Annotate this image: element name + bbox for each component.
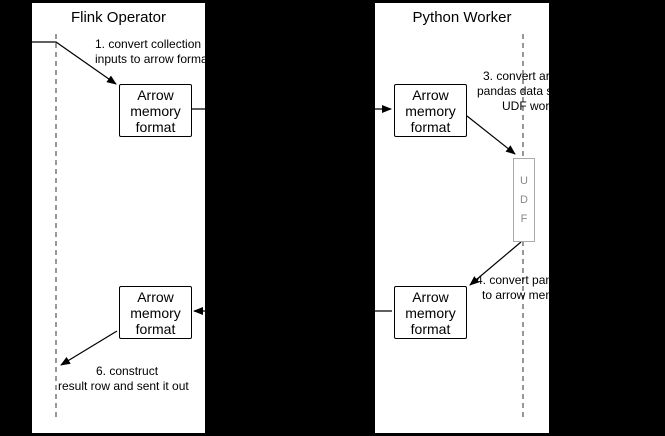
step1-annotation-line2: inputs to arrow format — [95, 52, 206, 66]
step6-annotation-line1: 6. construct — [96, 364, 159, 378]
udf-letter-f: F — [520, 213, 528, 225]
python-worker-panel: Python Worker 3. convert arrow to pandas… — [374, 2, 550, 434]
python-arrow-memory-box-top: Arrow memory format — [394, 84, 467, 137]
python-arrow-memory-box-bottom: Arrow memory format — [394, 286, 467, 339]
step4-annotation-line1: 4. convert pandas result — [476, 273, 549, 287]
udf-letter-d: D — [520, 194, 528, 206]
udf-box: U D F — [513, 158, 535, 242]
arrow-input-to-arrow-format — [32, 41, 117, 85]
step1-annotation-line1: 1. convert collection — [95, 37, 202, 51]
step6-annotation-line2: result row and sent it out — [58, 379, 189, 393]
arrow-construct-result-row — [60, 330, 118, 366]
flink-arrow-memory-box-bottom: Arrow memory format — [119, 286, 192, 339]
step4-annotation-line2: to arrow memory format — [482, 288, 549, 302]
python-panel-title: Python Worker — [412, 9, 512, 26]
step3-annotation-line1: 3. convert arrow to — [483, 69, 550, 83]
flink-panel-title: Flink Operator — [70, 9, 167, 26]
step3-annotation-line2: pandas data structure — [477, 84, 549, 98]
flink-arrow-memory-box-top: Arrow memory format — [119, 84, 192, 137]
arrow-to-udf — [466, 115, 516, 155]
udf-letter-u: U — [520, 175, 528, 187]
step3-annotation-line3: UDF works on — [502, 99, 550, 113]
arrow-udf-to-arrow-format — [469, 241, 522, 286]
